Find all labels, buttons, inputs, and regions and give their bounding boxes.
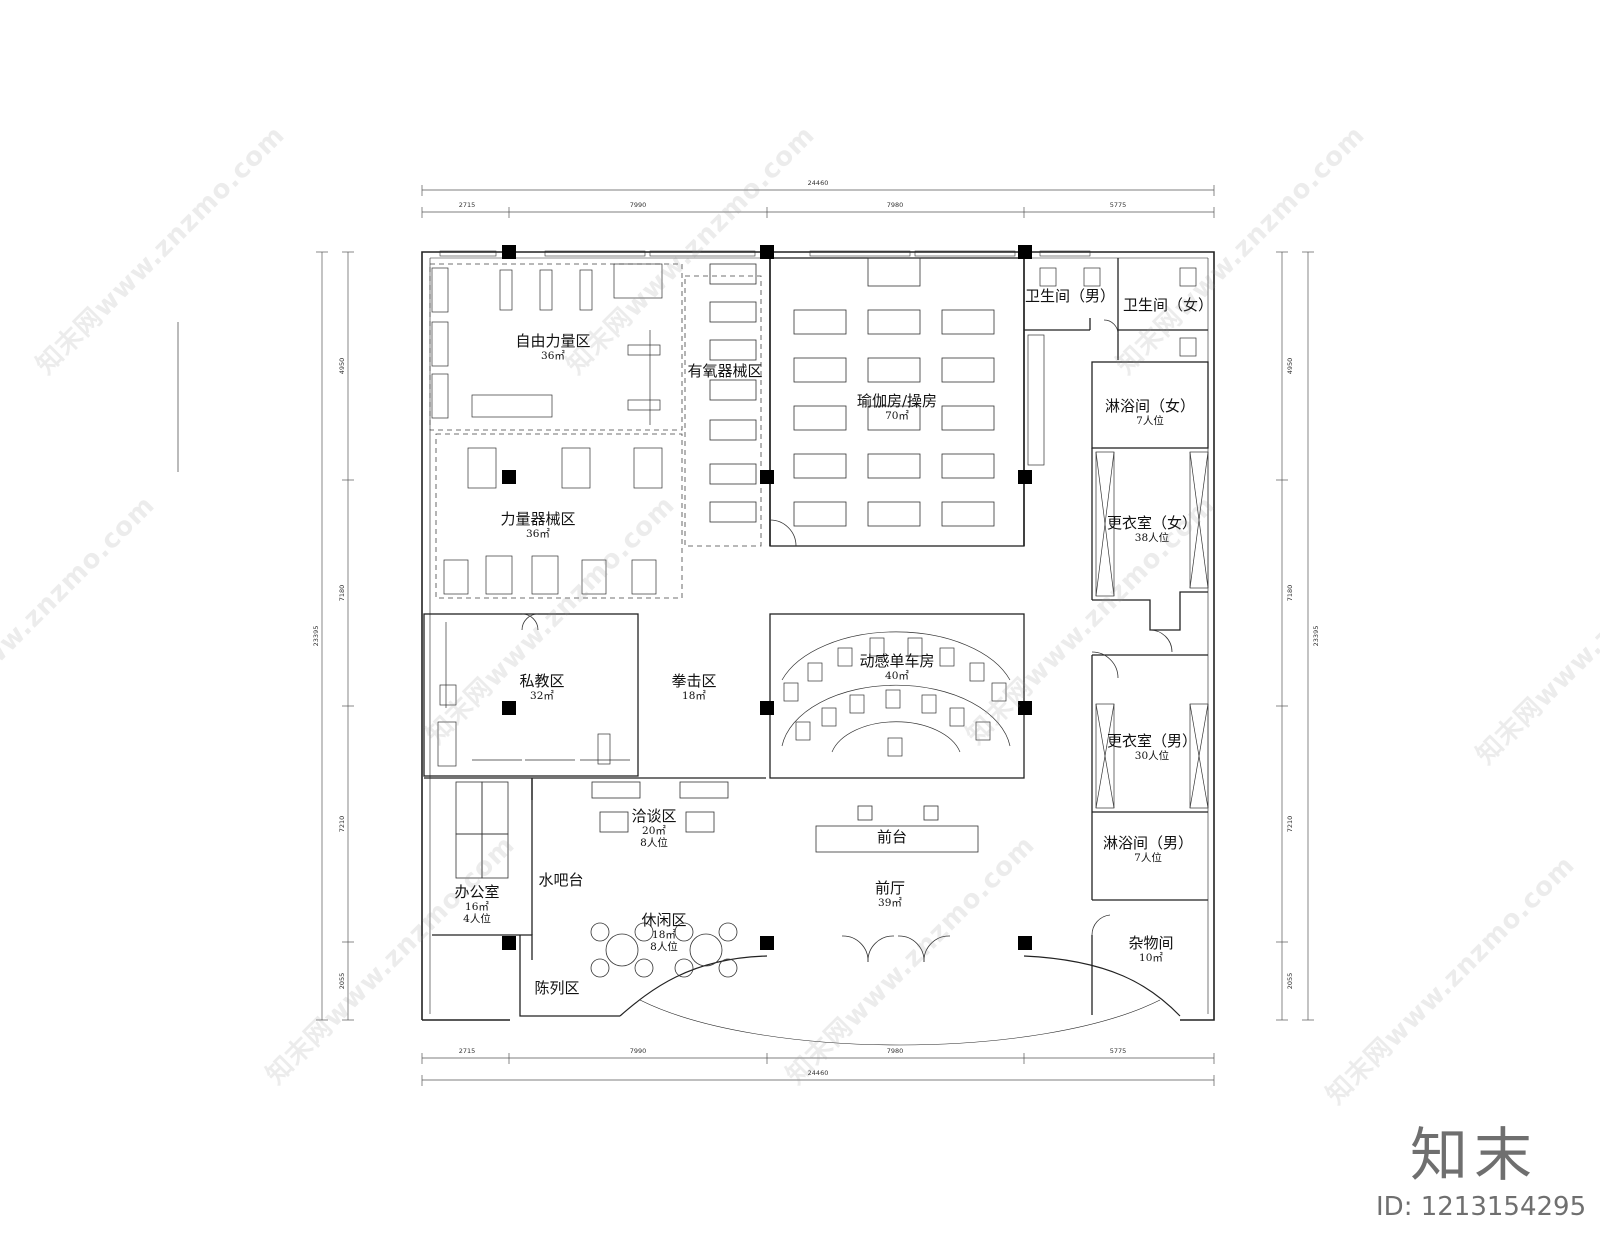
- room-area: 18㎡: [652, 929, 676, 942]
- room-water-bar: 水吧台: [538, 871, 584, 889]
- dim-seg-4-top: 5775: [1109, 201, 1127, 209]
- room-spinning: 动感单车房 40㎡: [859, 652, 935, 683]
- room-storage: 杂物间 10㎡: [1128, 934, 1174, 965]
- room-name: 卫生间（男）: [1024, 287, 1116, 305]
- room-locker-female: 更衣室（女） 38人位: [1106, 514, 1198, 545]
- room-locker-male: 更衣室（男） 30人位: [1106, 732, 1198, 763]
- room-yoga: 瑜伽房/操房 70㎡: [856, 392, 938, 423]
- room-area: 10㎡: [1139, 952, 1163, 965]
- room-name: 杂物间: [1128, 934, 1174, 952]
- room-area: 40㎡: [885, 670, 909, 683]
- room-name: 洽谈区: [631, 807, 677, 825]
- dim-vseg-1-left: 4950: [338, 357, 346, 375]
- room-area: 20㎡: [642, 825, 666, 838]
- room-area: 36㎡: [541, 350, 565, 363]
- dim-overall-height-right: 23395: [1312, 625, 1320, 647]
- room-strength: 力量器械区 36㎡: [500, 510, 576, 541]
- dim-overall-width-bottom: 24460: [807, 1069, 829, 1077]
- room-free-weight: 自由力量区 36㎡: [515, 332, 591, 363]
- room-name: 陈列区: [534, 979, 580, 997]
- dim-seg-2-bottom: 7990: [629, 1047, 647, 1055]
- room-name: 更衣室（男）: [1106, 732, 1198, 750]
- room-toilet-male: 卫生间（男）: [1024, 287, 1116, 305]
- room-area: 39㎡: [878, 897, 902, 910]
- dim-vseg-1-right: 4950: [1286, 357, 1294, 375]
- room-capacity: 4人位: [463, 913, 491, 926]
- room-name: 淋浴间（男）: [1102, 834, 1194, 852]
- dim-seg-3-bottom: 7980: [886, 1047, 904, 1055]
- room-private-training: 私教区 32㎡: [519, 672, 565, 703]
- dim-vseg-3-left: 7210: [338, 815, 346, 833]
- room-lounge: 休闲区 18㎡ 8人位: [641, 911, 687, 954]
- room-reception: 前台: [876, 828, 908, 846]
- room-name: 休闲区: [641, 911, 687, 929]
- room-shower-male: 淋浴间（男） 7人位: [1102, 834, 1194, 865]
- room-capacity: 8人位: [650, 941, 678, 954]
- dim-seg-4-bottom: 5775: [1109, 1047, 1127, 1055]
- room-name: 办公室: [454, 883, 500, 901]
- room-boxing: 拳击区 18㎡: [671, 672, 717, 703]
- room-area: 32㎡: [530, 690, 554, 703]
- dim-seg-1-bottom: 2715: [458, 1047, 476, 1055]
- room-area: 36㎡: [526, 528, 550, 541]
- dim-seg-3-top: 7980: [886, 201, 904, 209]
- room-name: 卫生间（女）: [1122, 296, 1214, 314]
- room-name: 自由力量区: [515, 332, 591, 350]
- room-cardio: 有氧器械区: [687, 362, 763, 380]
- room-area: 70㎡: [885, 410, 909, 423]
- room-name: 动感单车房: [859, 652, 935, 670]
- room-name: 前台: [876, 828, 908, 846]
- room-capacity: 7人位: [1136, 415, 1164, 428]
- room-capacity: 38人位: [1134, 532, 1170, 545]
- dim-overall-height-left: 23395: [312, 625, 320, 647]
- room-capacity: 30人位: [1134, 750, 1170, 763]
- room-negotiation: 洽谈区 20㎡ 8人位: [631, 807, 677, 850]
- dim-seg-2-top: 7990: [629, 201, 647, 209]
- dim-vseg-2-left: 7180: [338, 584, 346, 602]
- room-capacity: 7人位: [1134, 852, 1162, 865]
- room-name: 拳击区: [671, 672, 717, 690]
- room-display: 陈列区: [534, 979, 580, 997]
- dim-overall-width-top: 24460: [807, 179, 829, 187]
- room-name: 力量器械区: [500, 510, 576, 528]
- room-capacity: 8人位: [640, 837, 668, 850]
- room-lobby: 前厅 39㎡: [874, 879, 906, 910]
- dim-seg-1-top: 2715: [458, 201, 476, 209]
- room-toilet-female: 卫生间（女）: [1122, 296, 1214, 314]
- dim-vseg-3-right: 7210: [1286, 815, 1294, 833]
- room-shower-female: 淋浴间（女） 7人位: [1104, 397, 1196, 428]
- brand-logo: 知末: [1410, 1121, 1539, 1189]
- room-name: 瑜伽房/操房: [856, 392, 938, 410]
- dim-vseg-4-right: 2055: [1286, 972, 1294, 990]
- image-id: ID: 1213154295: [1376, 1192, 1587, 1222]
- room-name: 淋浴间（女）: [1104, 397, 1196, 415]
- room-office: 办公室 16㎡ 4人位: [454, 883, 500, 926]
- room-name: 有氧器械区: [687, 362, 763, 380]
- room-name: 私教区: [519, 672, 565, 690]
- room-name: 更衣室（女）: [1106, 514, 1198, 532]
- room-area: 16㎡: [465, 901, 489, 914]
- room-area: 18㎡: [682, 690, 706, 703]
- room-name: 水吧台: [538, 871, 584, 889]
- dim-vseg-2-right: 7180: [1286, 584, 1294, 602]
- room-name: 前厅: [874, 879, 906, 897]
